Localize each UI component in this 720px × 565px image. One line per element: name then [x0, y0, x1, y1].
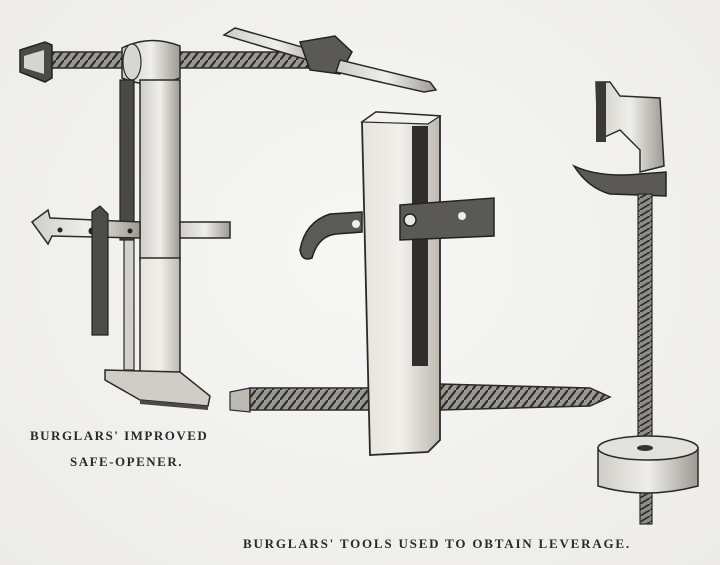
safe-opener-post — [91, 205, 109, 336]
safe-opener-caption-line1: BURGLARS' IMPROVED — [30, 428, 209, 443]
screw-jack-head — [595, 81, 665, 173]
jack-curved-hook — [299, 211, 363, 260]
safe-opener-clamp-arm — [30, 208, 141, 246]
jack-block-slot — [412, 126, 428, 366]
jack-screw-left — [249, 387, 376, 411]
leverage-jack-tool — [229, 111, 612, 456]
screw-jack-claw — [571, 164, 667, 197]
safe-opener-frame-body — [139, 79, 181, 261]
jack-hook-plate — [399, 197, 495, 241]
screw-jack-base — [597, 447, 699, 494]
safe-opener-caption-line2: SAFE-OPENER. — [70, 454, 183, 469]
safe-opener-leg — [139, 257, 181, 379]
screw-jack-tool — [571, 81, 699, 525]
safe-opener-foot — [104, 369, 211, 407]
safe-opener-frame-left — [119, 79, 135, 241]
safe-opener-lever-arm — [335, 59, 438, 93]
leverage-tools-caption: BURGLARS' TOOLS USED TO OBTAIN LEVERAGE. — [243, 536, 631, 551]
safe-opener-tool — [19, 27, 438, 410]
jack-screw-right — [439, 383, 612, 411]
jack-wooden-block — [361, 111, 441, 456]
screw-jack-rod — [637, 193, 653, 445]
